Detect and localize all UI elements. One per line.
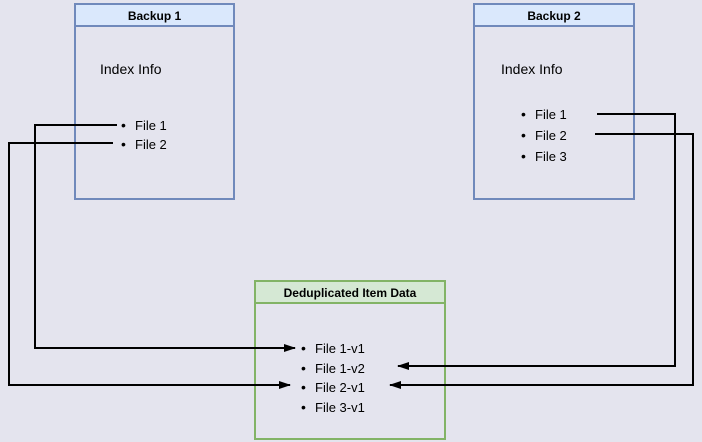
backup1-file-2: File 2 bbox=[121, 135, 167, 154]
backup1-index-info-label: Index Info bbox=[100, 61, 162, 77]
dedup-item-file2-v1: File 2-v1 bbox=[301, 378, 365, 398]
backup2-title: Backup 2 bbox=[475, 5, 633, 27]
backup2-file-list: File 1 File 2 File 3 bbox=[521, 104, 567, 167]
backup2-node: Backup 2 bbox=[473, 3, 635, 200]
backup1-node: Backup 1 bbox=[74, 3, 235, 200]
backup2-file-2: File 2 bbox=[521, 125, 567, 146]
backup1-title: Backup 1 bbox=[76, 5, 233, 27]
dedup-item-list: File 1-v1 File 1-v2 File 2-v1 File 3-v1 bbox=[301, 339, 365, 417]
backup1-file-1: File 1 bbox=[121, 116, 167, 135]
dedup-item-file3-v1: File 3-v1 bbox=[301, 398, 365, 418]
dedup-item-file1-v2: File 1-v2 bbox=[301, 359, 365, 379]
backup1-file-list: File 1 File 2 bbox=[121, 116, 167, 154]
backup2-index-info-label: Index Info bbox=[501, 61, 563, 77]
backup2-file-1: File 1 bbox=[521, 104, 567, 125]
backup2-file-3: File 3 bbox=[521, 146, 567, 167]
dedup-item-file1-v1: File 1-v1 bbox=[301, 339, 365, 359]
dedup-title: Deduplicated Item Data bbox=[256, 282, 444, 304]
